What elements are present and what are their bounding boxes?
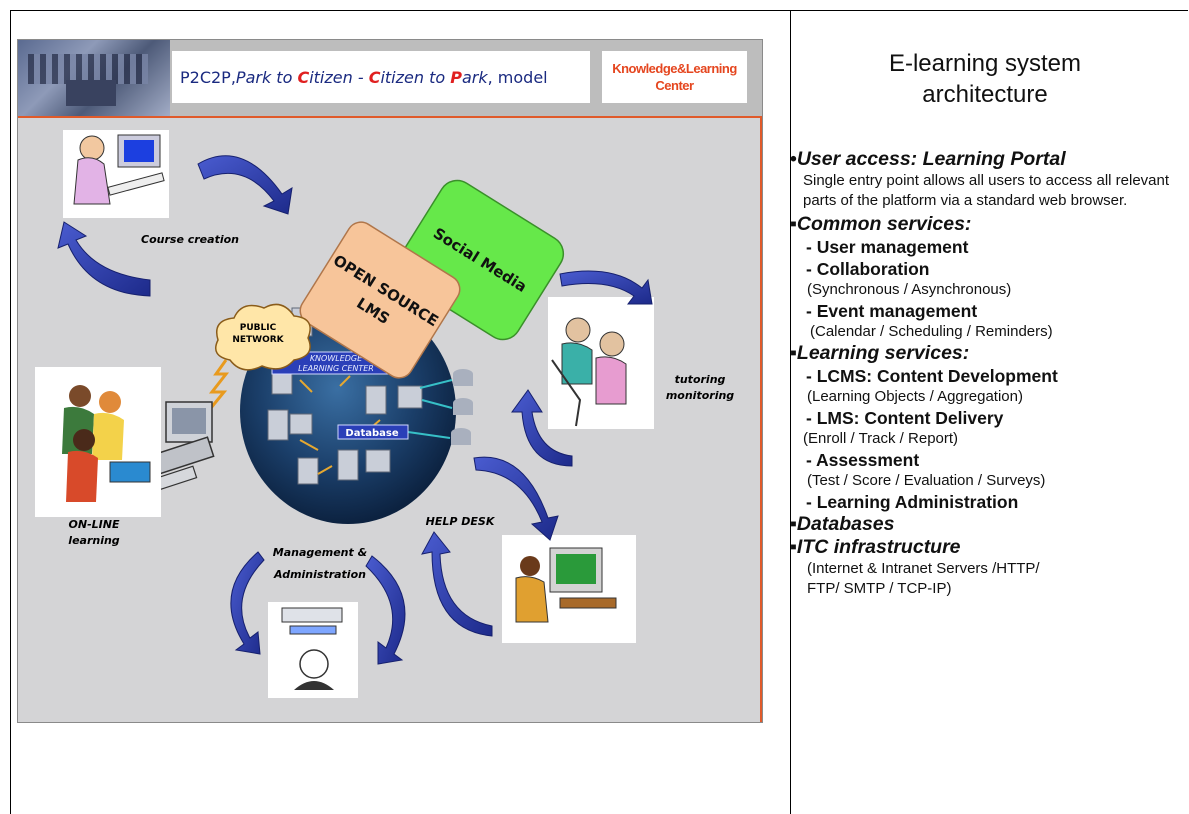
tutoring-picture xyxy=(548,297,654,429)
learning-admin-item: - Learning Administration xyxy=(806,492,1019,512)
column-divider xyxy=(790,10,791,814)
event-management-item: - Event management xyxy=(806,301,978,321)
lms-item: - LMS: Content Delivery xyxy=(806,408,1004,428)
arrow-helpdesk xyxy=(473,456,559,541)
left-border xyxy=(10,10,11,814)
itc-heading: ▪ITC infrastructure xyxy=(790,536,1185,559)
klc-label-2: LEARNING CENTER xyxy=(298,364,374,373)
network-label: NETWORK xyxy=(232,335,284,345)
banner: P2C2P, Park to Citizen - Citizen to Park… xyxy=(18,40,762,116)
learning-caption: learning xyxy=(68,534,120,547)
arrow-social-right xyxy=(559,270,653,305)
title-line-1: E-learning system xyxy=(888,50,1082,77)
top-border xyxy=(10,10,1188,11)
arrow-course-right xyxy=(197,155,293,215)
user-management-item: - User management xyxy=(806,237,969,257)
banner-title-highlight: P xyxy=(450,67,462,87)
itc-text: ITC infrastructure xyxy=(796,536,961,558)
itc-detail-1: (Internet & Intranet Servers /HTTP/ xyxy=(807,560,1040,577)
title-line-2: architecture xyxy=(922,81,1048,108)
banner-title-highlight: C xyxy=(297,67,310,87)
monitoring-caption: monitoring xyxy=(666,389,734,402)
arrow-mgmt-left xyxy=(230,551,265,655)
banner-title-text: Park to xyxy=(235,67,298,87)
learning-services-heading: ▪Learning services: xyxy=(790,342,1185,365)
center-line-2: Center xyxy=(655,78,694,93)
databases-heading: ▪Databases xyxy=(790,513,1185,536)
architecture-list: •User access: Learning Portal Single ent… xyxy=(790,148,1185,599)
arrow-course-left xyxy=(57,221,151,297)
user-access-heading: •User access: Learning Portal xyxy=(790,148,1185,171)
klc-label-1: KNOWLEDGE xyxy=(310,354,363,363)
bullet-square: ▪ xyxy=(790,536,797,558)
administration-caption: Administration xyxy=(273,568,366,581)
database-label: Database xyxy=(345,428,398,439)
banner-title-prefix: P2C2P, xyxy=(180,67,236,87)
flow-arrows xyxy=(57,155,653,665)
banner-title: P2C2P, Park to Citizen - Citizen to Park… xyxy=(172,51,590,103)
course-creation-picture xyxy=(63,130,169,218)
knowledge-learning-center-box: Knowledge&Learning Center xyxy=(602,51,747,103)
banner-title-segments: Park to Citizen - Citizen to Park xyxy=(236,68,488,87)
itc-detail-2: FTP/ SMTP / TCP-IP) xyxy=(807,580,952,597)
assessment-item: - Assessment xyxy=(806,450,920,470)
banner-title-suffix: , model xyxy=(487,67,548,87)
arrow-tutoring-down xyxy=(511,389,573,467)
arrow-mgmt-right xyxy=(365,555,406,665)
lms-detail: (Enroll / Track / Report) xyxy=(803,430,959,447)
page-title: E-learning system architecture xyxy=(820,48,1150,110)
databases-text: Databases xyxy=(796,513,895,535)
open-source-lms-box: OPEN SOURCE LMS xyxy=(299,221,461,379)
lcms-item: - LCMS: Content Development xyxy=(806,366,1058,386)
building-photo xyxy=(18,40,170,116)
banner-title-text: ark xyxy=(461,67,488,87)
course-creation-caption: Course creation xyxy=(141,233,239,246)
bullet-round: • xyxy=(790,148,797,170)
public-label: PUBLIC xyxy=(240,323,277,333)
banner-rule xyxy=(18,116,762,118)
online-learning-picture xyxy=(35,367,161,517)
bullet-square: ▪ xyxy=(790,213,797,235)
arrow-helpdesk-left xyxy=(421,531,493,637)
user-access-text: User access: Learning Portal xyxy=(796,148,1066,170)
learning-services-text: Learning services: xyxy=(796,342,970,364)
bullet-square: ▪ xyxy=(790,513,797,535)
tutoring-caption: tutoring xyxy=(675,373,726,386)
management-picture xyxy=(268,602,358,698)
lcms-detail: (Learning Objects / Aggregation) xyxy=(807,388,1023,405)
banner-title-text: itizen - xyxy=(309,67,369,87)
event-detail: (Calendar / Scheduling / Reminders) xyxy=(810,323,1053,340)
common-services-heading: ▪Common services: xyxy=(790,213,1185,236)
common-services-text: Common services: xyxy=(796,213,972,235)
center-line-1: Knowledge&Learning xyxy=(612,61,737,76)
banner-title-text: itizen to xyxy=(380,67,451,87)
architecture-diagram: KNOWLEDGE LEARNING CENTER Database Socia… xyxy=(35,130,734,698)
banner-title-highlight: C xyxy=(368,67,381,87)
bullet-square: ▪ xyxy=(790,342,797,364)
panel-right-rule xyxy=(760,116,762,722)
public-network-cloud: PUBLIC NETWORK xyxy=(204,303,311,415)
management-caption: Management & xyxy=(273,546,367,559)
help-desk-caption: HELP DESK xyxy=(426,515,496,528)
user-access-description: Single entry point allows all users to a… xyxy=(803,172,1170,209)
online-caption: ON-LINE xyxy=(69,518,120,531)
assessment-detail: (Test / Score / Evaluation / Surveys) xyxy=(807,472,1046,489)
help-desk-picture xyxy=(502,535,636,643)
collaboration-item: - Collaboration xyxy=(806,259,930,279)
collaboration-detail: (Synchronous / Asynchronous) xyxy=(807,281,1012,298)
